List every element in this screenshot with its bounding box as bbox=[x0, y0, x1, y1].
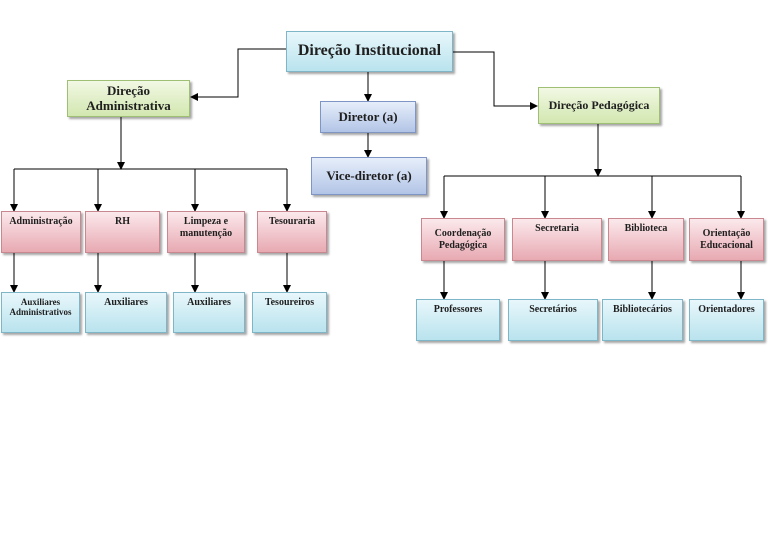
node-orientadores: Orientadores bbox=[689, 299, 764, 341]
node-secretaria: Secretaria bbox=[512, 218, 602, 261]
node-rh: RH bbox=[85, 211, 160, 253]
node-direcao-institucional: Direção Institucional bbox=[286, 31, 453, 72]
node-auxiliares-limpeza: Auxiliares bbox=[173, 292, 245, 333]
node-orientacao-educacional: Orientação Educacional bbox=[689, 218, 764, 261]
node-auxiliares-administrativos: Auxiliares Administrativos bbox=[1, 292, 80, 333]
node-diretor: Diretor (a) bbox=[320, 101, 416, 133]
node-vice-diretor: Vice-diretor (a) bbox=[311, 157, 427, 195]
node-tesouraria: Tesouraria bbox=[257, 211, 327, 253]
node-tesoureiros: Tesoureiros bbox=[252, 292, 327, 333]
node-secretarios: Secretários bbox=[508, 299, 598, 341]
node-bibliotecarios: Bibliotecários bbox=[602, 299, 683, 341]
node-coordenacao-pedagogica: Coordenação Pedagógica bbox=[421, 218, 505, 261]
node-direcao-pedagogica: Direção Pedagógica bbox=[538, 87, 660, 124]
connector-inst-pedag bbox=[453, 51, 538, 110]
node-administracao: Administração bbox=[1, 211, 81, 253]
node-auxiliares-rh: Auxiliares bbox=[85, 292, 167, 333]
node-professores: Professores bbox=[416, 299, 500, 341]
node-direcao-administrativa: Direção Administrativa bbox=[67, 80, 190, 117]
node-biblioteca: Biblioteca bbox=[608, 218, 684, 261]
connector-inst-admin bbox=[190, 48, 286, 101]
node-limpeza-manutencao: Limpeza e manutenção bbox=[167, 211, 245, 253]
